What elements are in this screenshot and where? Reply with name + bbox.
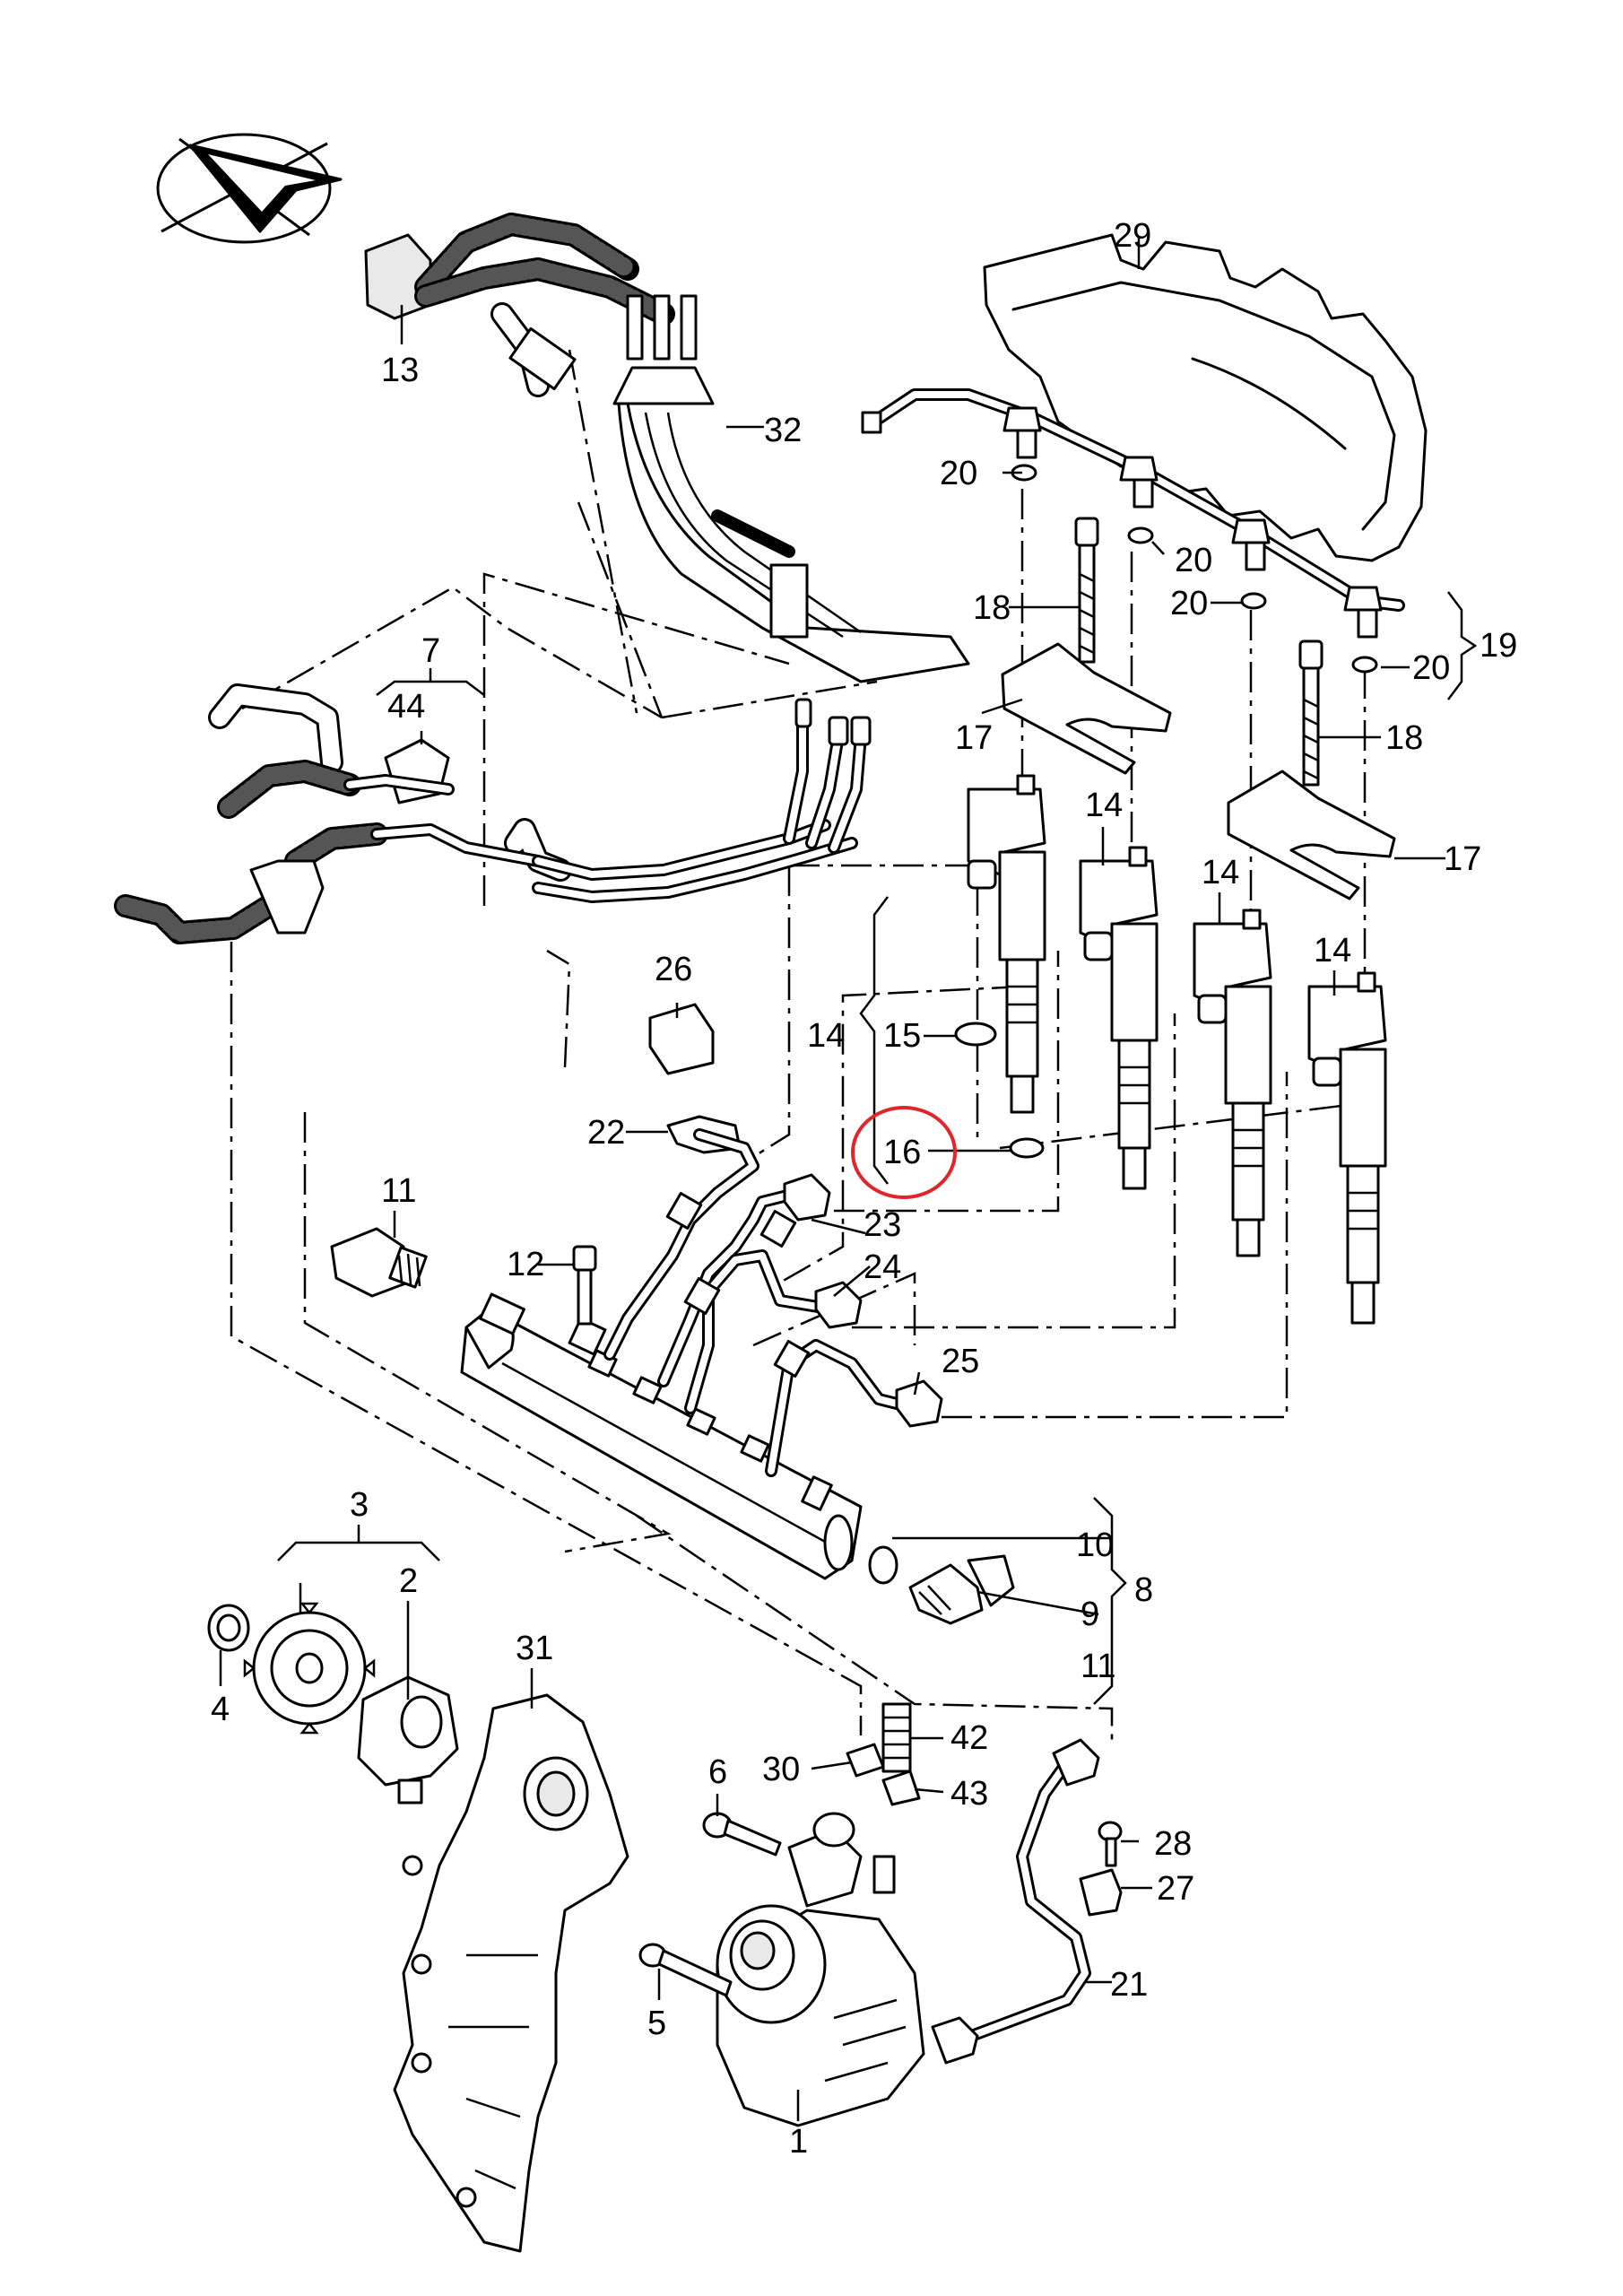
callout-44: 44 [387,688,425,726]
injector-clamps [1001,642,1396,900]
callout-30: 30 [762,1751,800,1788]
seal-rings-20 [1011,464,1378,674]
temperature-sensor-9 [908,1554,1015,1625]
callout-22: 22 [587,1114,625,1152]
callout-5: 5 [647,2005,666,2042]
coolant-hose-assembly [114,683,872,944]
callout-14-injector-4: 14 [1314,932,1351,970]
callout-15: 15 [883,1017,921,1055]
callout-43: 43 [950,1775,988,1813]
callout-3: 3 [350,1486,369,1524]
grouping-brackets [277,591,1478,1705]
callout-1: 1 [789,2123,808,2161]
fuel-return-line [861,388,1405,639]
highlight-circle [851,1106,957,1199]
callout-10: 10 [1076,1526,1114,1564]
leader-lines [219,238,1445,2121]
callout-8: 8 [1134,1571,1153,1609]
callout-20-b: 20 [1175,542,1212,579]
callout-21: 21 [1110,1966,1148,2004]
high-pressure-pump [716,1812,925,2127]
bolt-12 [572,1245,597,1326]
bolt-5 [638,1943,733,1997]
callout-11-bracket: 11 [1081,1648,1115,1685]
callout-17-left: 17 [955,719,993,757]
return-pipe-21 [931,1738,1100,2065]
callout-14-injector-2: 14 [1085,787,1123,824]
callout-18-right: 18 [1385,719,1423,757]
seal-washer-16 [1009,1137,1045,1159]
clip-27-screw-28 [1079,1821,1123,1917]
callout-24: 24 [864,1248,901,1286]
callout-16: 16 [883,1134,921,1171]
bolt-6 [702,1812,782,1857]
assembly-dash-lines [230,349,1367,1744]
wiring-harness [364,213,970,683]
callout-14-injector-3: 14 [1202,854,1239,891]
callout-20-d: 20 [1412,649,1450,687]
callout-31: 31 [516,1630,553,1667]
callout-27: 27 [1157,1870,1194,1908]
callout-19: 19 [1480,627,1517,665]
callout-42: 42 [950,1719,988,1757]
callout-29: 29 [1114,217,1151,255]
callout-11-sensor: 11 [381,1172,416,1210]
callout-17-right: 17 [1444,840,1481,878]
fuel-rail [460,1292,863,1580]
callout-25: 25 [942,1343,979,1380]
callout-20-a: 20 [940,455,977,492]
clamp-bolts [1074,517,1324,787]
callout-9: 9 [1081,1596,1099,1633]
callout-12: 12 [507,1246,544,1283]
callout-2: 2 [399,1562,418,1600]
seal-ring-10 [868,1545,898,1585]
callout-18-left: 18 [973,589,1011,627]
hose-42-clips [846,1702,921,1806]
injection-pipes [603,1128,943,1477]
callout-6: 6 [708,1753,727,1791]
pump-gear [207,1602,459,1805]
pressure-sensor-11 [330,1227,428,1298]
o-ring-15 [954,1022,997,1047]
callout-28: 28 [1154,1825,1192,1863]
timing-cover [393,1693,629,2253]
engine-cover [983,233,1428,562]
callout-32: 32 [764,412,802,449]
callout-4: 4 [211,1691,230,1728]
callout-13: 13 [381,352,419,389]
callout-7: 7 [421,632,440,670]
orientation-arrow-icon [156,133,343,244]
fuel-injectors [967,774,1387,1325]
callout-23: 23 [864,1206,901,1244]
callout-20-c: 20 [1170,585,1208,622]
callout-26: 26 [655,951,692,988]
callout-14-group: 14 [807,1017,845,1055]
callout-labels: 1 2 3 4 5 6 7 8 9 10 11 11 12 13 14 14 1… [211,217,1517,2161]
damper-26 [648,1003,715,1075]
